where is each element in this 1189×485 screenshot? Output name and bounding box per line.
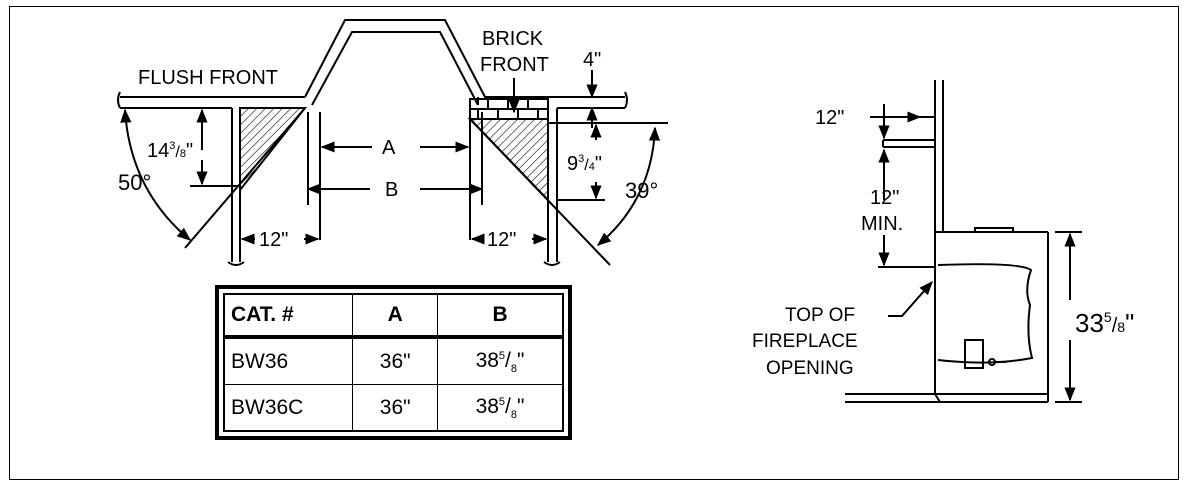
cell-cat: BW36C xyxy=(223,384,354,432)
dim-14-whole: 14 xyxy=(147,140,169,162)
angle-50-label: 50° xyxy=(118,170,151,195)
header-a: A xyxy=(352,293,439,338)
top-of-label: TOP OF xyxy=(785,305,855,326)
cell-a: 36" xyxy=(352,384,439,432)
dim-9-label: 93/4" xyxy=(567,153,602,175)
diagram-frame xyxy=(9,6,1179,480)
catalog-table: CAT. # A B BW36 36" 385/8" BW36C 36" 385… xyxy=(215,285,572,440)
dim-14-den: 8 xyxy=(180,148,186,160)
front-label: FRONT xyxy=(480,54,549,76)
cell-b: 385/8" xyxy=(437,384,564,432)
dim-9-num: 3 xyxy=(578,153,584,165)
dim-12-left-label: 12" xyxy=(259,229,288,251)
header-b: B xyxy=(437,293,564,338)
cell-b-whole: 38 xyxy=(475,348,499,372)
dim-14-label: 143/8" xyxy=(147,140,193,162)
dim-14-num: 3 xyxy=(169,140,175,152)
fireplace-label: FIREPLACE xyxy=(752,331,858,352)
cell-b-whole: 38 xyxy=(475,394,499,418)
cell-a: 36" xyxy=(352,336,439,386)
header-cat: CAT. # xyxy=(223,293,354,338)
dim-33-whole: 33 xyxy=(1075,308,1104,338)
table-row: BW36C 36" 385/8" xyxy=(223,384,564,432)
dim-4in-label: 4" xyxy=(583,49,601,71)
cell-b-den: 8 xyxy=(510,408,518,421)
opening-label: OPENING xyxy=(766,358,854,379)
cell-b-den: 8 xyxy=(510,362,518,375)
cell-cat: BW36 xyxy=(223,336,354,386)
dim-9-den: 4 xyxy=(589,161,595,173)
dim-12-top-label: 12" xyxy=(815,107,844,129)
cell-b-num: 5 xyxy=(498,395,506,408)
dim-33-label: 335/8" xyxy=(1075,308,1134,338)
dim-b-label: B xyxy=(385,179,398,201)
flush-front-label: FLUSH FRONT xyxy=(138,67,278,89)
dim-33-num: 5 xyxy=(1104,309,1112,325)
right-side-view xyxy=(845,80,1082,403)
dim-a-label: A xyxy=(382,137,396,159)
dim-9-whole: 9 xyxy=(567,153,578,175)
table-row: BW36 36" 385/8" xyxy=(223,336,564,386)
dim-33-den: 8 xyxy=(1117,319,1125,335)
cell-b: 385/8" xyxy=(437,336,564,386)
angle-39-label: 39° xyxy=(625,178,658,203)
cell-b-num: 5 xyxy=(498,349,506,362)
brick-label: BRICK xyxy=(482,28,544,50)
dim-12-min-label: 12" xyxy=(870,187,899,209)
dim-min-label: MIN. xyxy=(861,213,903,235)
dim-12-right-label: 12" xyxy=(487,229,516,251)
left-plan-view xyxy=(117,19,668,266)
